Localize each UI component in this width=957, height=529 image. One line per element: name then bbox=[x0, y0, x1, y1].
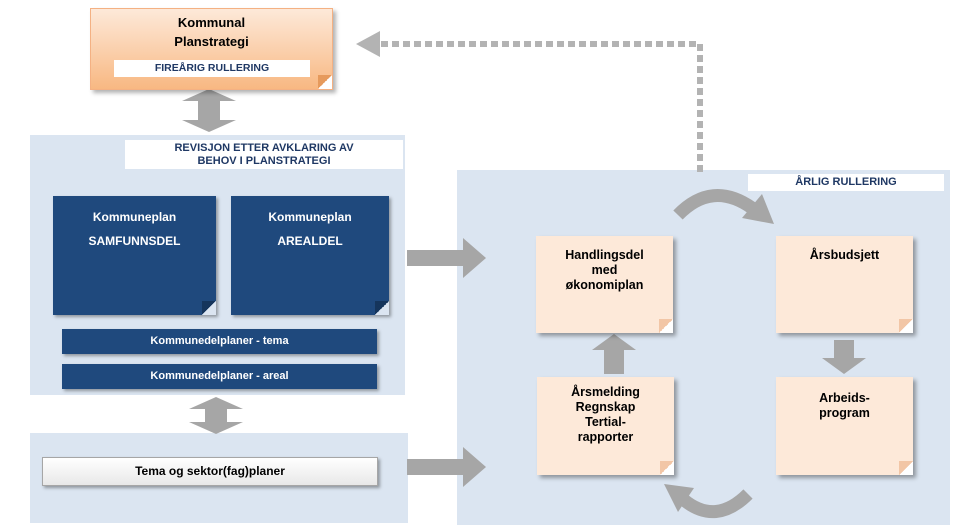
arrow-down-cycle bbox=[822, 340, 866, 374]
arbeidsprogram-line1: Arbeids- bbox=[819, 391, 870, 405]
dotted-feedback-arrow bbox=[356, 31, 703, 172]
arealdel-line1: Kommuneplan bbox=[268, 210, 352, 224]
arsmelding-line3: Tertial- bbox=[585, 415, 626, 429]
handlingsdel-line3: økonomiplan bbox=[565, 278, 644, 292]
arsmelding-line1: Årsmelding bbox=[571, 385, 640, 399]
page-fold bbox=[202, 301, 216, 315]
planstrategi-box: Kommunal Planstrategi FIREÅRIG RULLERING bbox=[90, 8, 333, 90]
arrow-plans-to-cycle bbox=[407, 238, 486, 278]
curved-arrow-bottom bbox=[664, 484, 753, 519]
page-fold bbox=[375, 301, 389, 315]
handlingsdel-box: Handlingsdel med økonomiplan bbox=[536, 236, 673, 333]
revisjon-label-line1: REVISJON ETTER AVKLARING AV bbox=[174, 142, 354, 154]
planstrategi-title-line1: Kommunal bbox=[177, 15, 246, 30]
kommunedelplaner-areal-bar: Kommunedelplaner - areal bbox=[62, 364, 377, 389]
arsmelding-box: Årsmelding Regnskap Tertial- rapporter bbox=[537, 377, 674, 475]
arrow-up-cycle bbox=[592, 334, 636, 374]
page-fold bbox=[899, 461, 913, 475]
double-arrow-bottom bbox=[189, 397, 243, 434]
kommunedelplaner-tema-bar: Kommunedelplaner - tema bbox=[62, 329, 377, 354]
page-fold bbox=[659, 319, 673, 333]
kommuneplan-samfunnsdel: Kommuneplan SAMFUNNSDEL bbox=[53, 196, 216, 315]
double-arrow-top bbox=[182, 89, 236, 132]
arealdel-line2: AREALDEL bbox=[277, 234, 343, 248]
page-fold bbox=[318, 75, 332, 89]
arlig-rullering-label: ÅRLIG RULLERING bbox=[748, 174, 944, 191]
revisjon-label: REVISJON ETTER AVKLARING AV BEHOV I PLAN… bbox=[125, 140, 403, 169]
samfunnsdel-line2: SAMFUNNSDEL bbox=[88, 234, 181, 248]
kommuneplan-arealdel: Kommuneplan AREALDEL bbox=[231, 196, 389, 315]
samfunnsdel-line1: Kommuneplan bbox=[92, 210, 177, 224]
revisjon-label-line2: BEHOV I PLANSTRATEGI bbox=[197, 155, 331, 167]
planstrategi-subtitle: FIREÅRIG RULLERING bbox=[114, 60, 310, 77]
handlingsdel-line2: med bbox=[591, 263, 618, 277]
arrow-sector-to-cycle bbox=[407, 447, 486, 487]
arsbudsjett-line1: Årsbudsjett bbox=[809, 248, 880, 262]
page-fold bbox=[899, 319, 913, 333]
planstrategi-title-line2: Planstrategi bbox=[174, 34, 249, 49]
handlingsdel-line1: Handlingsdel bbox=[565, 248, 644, 262]
page-fold bbox=[660, 461, 674, 475]
arsmelding-line2: Regnskap bbox=[575, 400, 636, 414]
arsbudsjett-box: Årsbudsjett bbox=[776, 236, 913, 333]
arsmelding-line4: rapporter bbox=[577, 430, 634, 444]
tema-sektor-box: Tema og sektor(fag)planer bbox=[42, 457, 378, 486]
curved-arrow-top bbox=[673, 189, 774, 224]
arbeidsprogram-line2: program bbox=[819, 406, 870, 420]
arbeidsprogram-box: Arbeids- program bbox=[776, 377, 913, 475]
